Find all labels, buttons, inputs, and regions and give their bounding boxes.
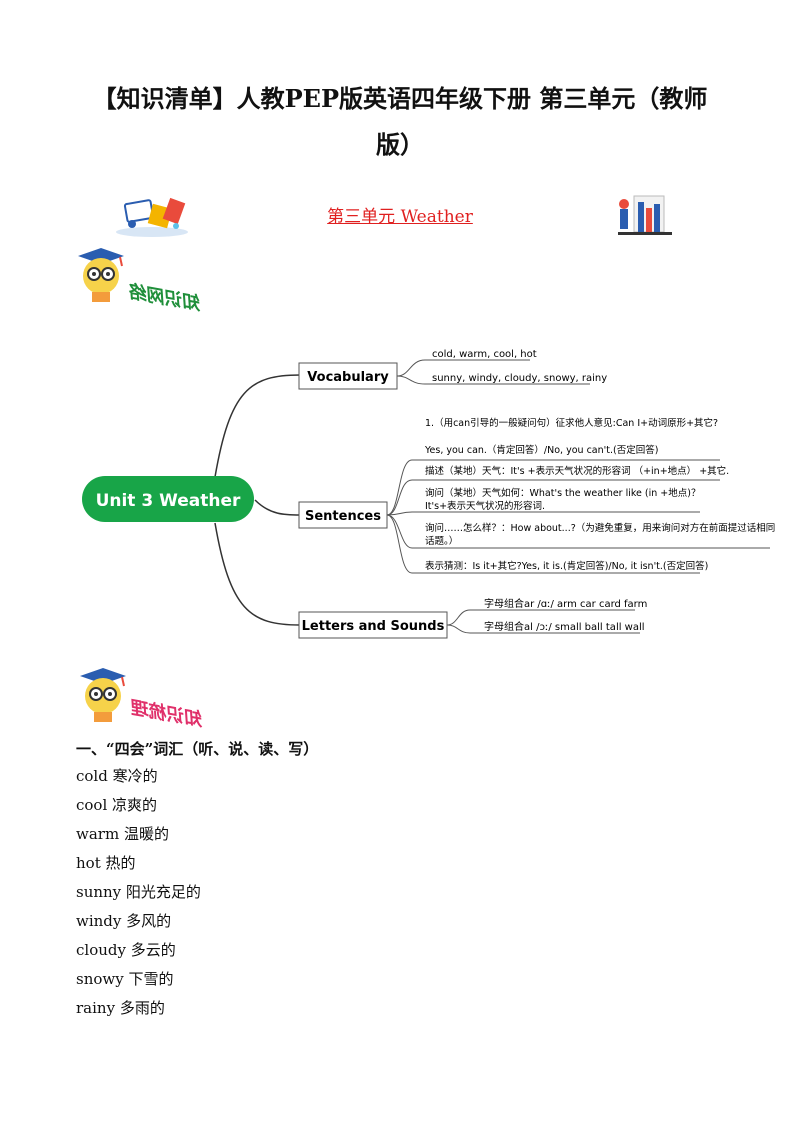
sentences-node-label: Sentences [305,509,381,524]
sentence-item: 描述（某地）天气：It's +表示天气状况的形容词 （+in+地点） +其它. [425,465,729,477]
books-illustration-right [618,195,672,235]
branch-curve-vocabulary [214,374,301,478]
document-title: 【知识清单】人教PEP版英语四年级下册 第三单元（教师 版） [70,76,730,168]
sentence-item: 询问……怎么样？：How about...?（为避免重复，用来询问对方在前面提过… [425,522,775,534]
branch-curve-sentences [254,499,301,516]
unit-title: 第三单元 Weather [0,202,800,227]
list-item: snowy 下雪的 [76,970,174,988]
list-item: windy 多风的 [76,912,172,930]
list-item: cloudy 多云的 [76,941,176,959]
sentence-item: 询问（某地）天气如何：What's the weather like (in +… [425,487,700,499]
owl-mascot-icon [78,248,124,302]
sentence-item: It's+表示天气状况的形容词. [425,500,545,512]
knowledge-network-stamp: 知识网络 [128,281,204,316]
vocabulary-item: cold, warm, cool, hot [432,349,537,360]
vocabulary-item: sunny, windy, cloudy, snowy, rainy [432,373,607,384]
list-item: rainy 多雨的 [76,999,165,1017]
list-item: cold 寒冷的 [76,767,158,785]
list-item: cool 凉爽的 [76,796,158,814]
title-line-2: 版） [376,130,424,159]
vocabulary-node-label: Vocabulary [307,370,389,385]
section-heading: 一、“四会”词汇（听、说、读、写） [76,740,319,758]
root-node [82,476,254,522]
sentence-item: 1.（用can引导的一般疑问句）征求他人意见:Can I+动词原形+其它? [425,417,718,429]
sentence-item: Yes, you can.（肯定回答）/No, you can't.(否定回答) [424,444,658,456]
root-node-label: Unit 3 Weather [96,491,241,511]
letters-item: 字母组合ar /ɑː/ arm car card farm [484,597,647,610]
owl-mascot-icon [80,668,126,722]
branch-curve-letters [214,522,301,626]
letters-node-label: Letters and Sounds [302,619,445,634]
unit-title-text: 第三单元 Weather [327,207,473,227]
list-item: hot 热的 [76,854,136,872]
study-illustration-left [116,197,188,237]
mind-map: Unit 3 Weather Vocabulary cold, warm, co… [82,349,775,639]
knowledge-summary-stamp: 知识梳理 [130,697,206,732]
list-item: warm 温暖的 [76,825,169,843]
sentences-node [298,501,388,529]
title-line-1: 【知识清单】人教PEP版英语四年级下册 第三单元（教师 [92,84,708,113]
vocab-list: cold 寒冷的 cool 凉爽的 warm 温暖的 hot 热的 sunny … [76,765,201,1026]
list-item: sunny 阳光充足的 [76,883,201,901]
sentence-item: 话题。） [425,535,458,547]
letters-item: 字母组合al /ɔː/ small ball tall wall [484,620,645,633]
sentence-item: 表示猜测：Is it+其它?Yes, it is.(肯定回答)/No, it i… [425,560,708,572]
